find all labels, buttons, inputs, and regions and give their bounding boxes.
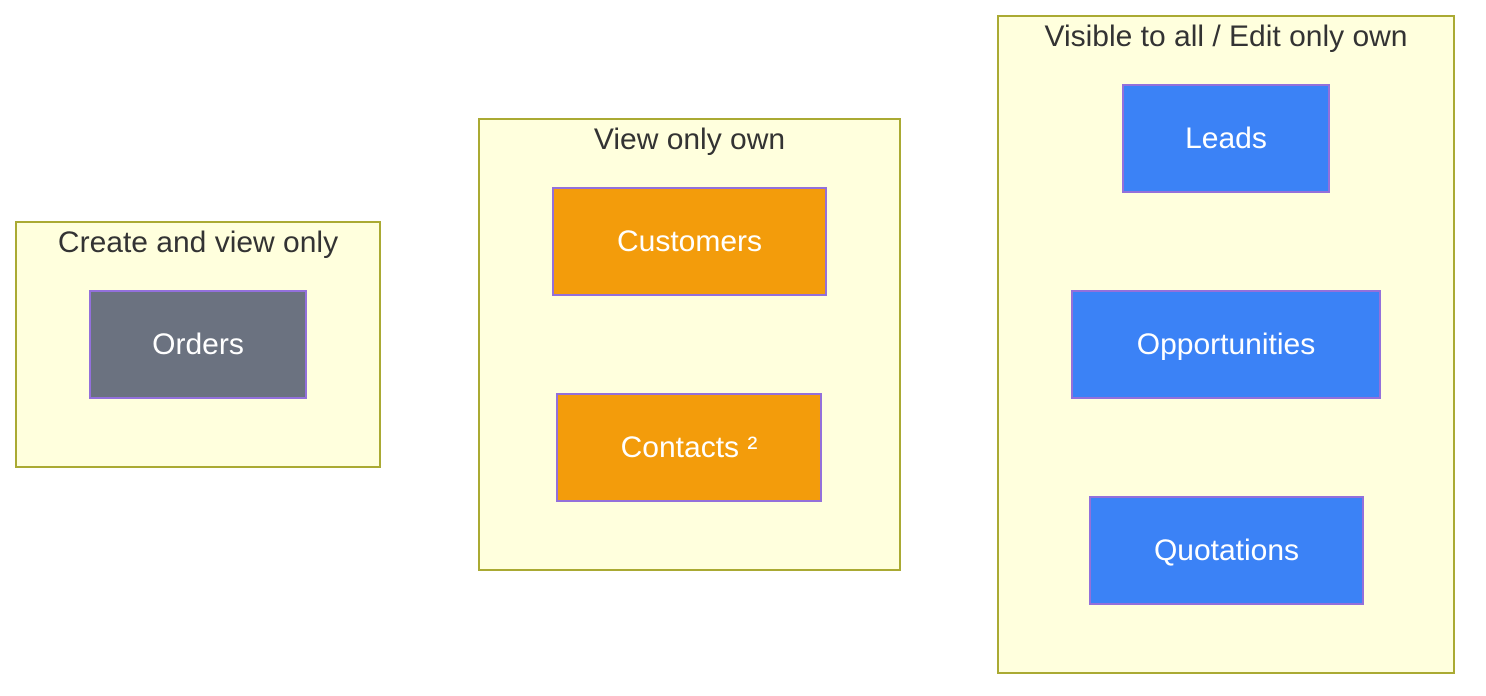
group-title: View only own <box>593 123 786 156</box>
node-opportunities[interactable]: Opportunities <box>1071 290 1381 399</box>
node-quotations[interactable]: Quotations <box>1089 496 1364 605</box>
group-create-and-view-only: Create and view only <box>15 221 381 468</box>
node-contacts[interactable]: Contacts ² <box>556 393 822 502</box>
node-leads[interactable]: Leads <box>1122 84 1330 193</box>
group-view-only-own: View only own <box>478 118 901 571</box>
group-title: Visible to all / Edit only own <box>1044 20 1408 53</box>
node-orders[interactable]: Orders <box>89 290 307 399</box>
group-title: Create and view only <box>57 226 339 259</box>
node-customers[interactable]: Customers <box>552 187 827 296</box>
